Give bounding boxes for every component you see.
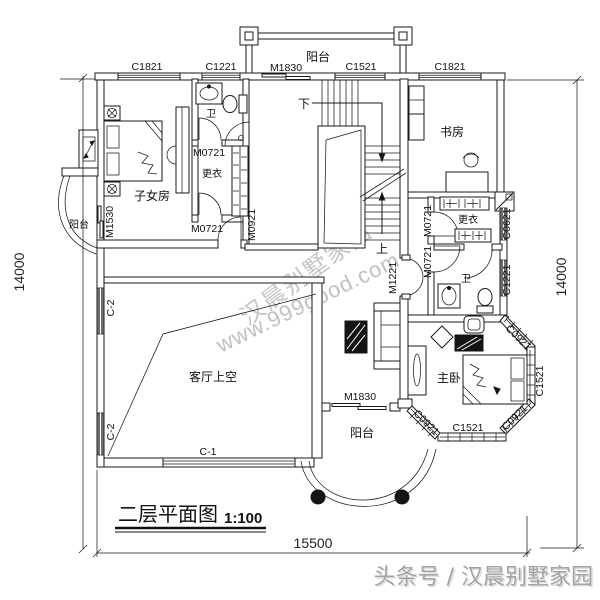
- footer-text-shadow: 头条号 / 汉晨别墅家园: [375, 567, 594, 592]
- title-block: 二层平面图 1:100: [115, 502, 266, 533]
- hall-furniture: [344, 302, 427, 396]
- left-balcony: [58, 167, 99, 255]
- label-m1530: M1530: [104, 206, 116, 238]
- label-c1821-right: C1821: [435, 61, 466, 73]
- living-void: [107, 293, 317, 457]
- label-m1830-top: M1830: [270, 62, 302, 74]
- dimensions: 14000 14000 15500: [11, 73, 584, 558]
- label-c1821-left: C1821: [132, 61, 163, 73]
- label-m0921: M0921: [246, 209, 258, 241]
- kids-room-furniture: [103, 105, 190, 197]
- mid-dressing-wardrobe: [231, 145, 249, 217]
- study-furniture: [408, 85, 489, 193]
- label-m1830-bottom: M1830: [344, 391, 376, 403]
- windows: [96, 72, 535, 468]
- master-table: [454, 334, 484, 352]
- room-bath-top: 卫: [206, 109, 216, 120]
- room-kids: 子女房: [134, 188, 170, 203]
- room-labels: 阳台 阳台 阳台 书房 子女房 更衣 更衣 卫 卫 客厅上空 主卧: [69, 49, 478, 440]
- top-balcony: [239, 26, 413, 73]
- room-master: 主卧: [437, 371, 461, 385]
- label-c1521-south: C1521: [453, 422, 484, 434]
- stairs-up-label: 上: [376, 242, 388, 256]
- dim-bottom: 15500: [294, 535, 333, 551]
- plan-scale: 1:100: [224, 510, 262, 527]
- dim-left: 14000: [11, 252, 27, 291]
- room-dress-mid: 更衣: [202, 167, 222, 180]
- label-c2-upper: C-2: [105, 299, 117, 316]
- label-c1221-top: C1221: [206, 61, 237, 73]
- plan-title: 二层平面图: [118, 502, 218, 526]
- room-balcony-bottom: 阳台: [350, 425, 374, 440]
- label-m0721-bath: M0721: [193, 147, 225, 159]
- label-c1: C-1: [200, 446, 217, 458]
- top-bath-fixtures: [195, 82, 250, 147]
- stairs-down-label: 下: [298, 97, 310, 111]
- room-balcony-left: 阳台: [69, 218, 89, 231]
- bottom-balcony: [300, 448, 437, 507]
- doors: [97, 73, 493, 410]
- right-dressing-wardrobes: [439, 196, 492, 243]
- label-m0721-dress: M0721: [191, 223, 223, 235]
- footer-text: 头条号 / 汉晨别墅家园: [374, 565, 593, 590]
- label-c0921-sw: C0921: [411, 408, 441, 438]
- label-c1521-east: C1521: [534, 365, 546, 396]
- staircase: 下 上: [298, 80, 407, 256]
- coffee-table: [344, 320, 368, 354]
- label-c0921-se: C0921: [500, 403, 530, 433]
- label-c1521-top: C1521: [346, 61, 377, 73]
- room-balcony-top: 阳台: [306, 49, 330, 64]
- label-c1221-right: C1221: [501, 264, 513, 295]
- label-m0721-r2: M0721: [422, 246, 434, 278]
- label-m1221: M1221: [387, 262, 399, 294]
- master-furniture: [430, 315, 528, 405]
- label-c0621: C0621: [501, 208, 513, 239]
- room-study: 书房: [440, 124, 464, 139]
- room-dress-right: 更衣: [458, 213, 478, 226]
- label-c2-lower: C-2: [105, 423, 117, 440]
- footer-watermark: 头条号 / 汉晨别墅家园 头条号 / 汉晨别墅家园: [374, 565, 595, 592]
- right-bath-fixtures: [437, 283, 494, 314]
- label-c0921-ne: C0921: [503, 323, 533, 353]
- bay-window-hatch: [409, 315, 535, 441]
- dim-right: 14000: [553, 257, 569, 296]
- ac-unit: [78, 129, 99, 169]
- room-living-void: 客厅上空: [189, 369, 237, 384]
- room-bath-right: 卫: [461, 274, 471, 285]
- label-m0721-r1: M0721: [422, 205, 434, 237]
